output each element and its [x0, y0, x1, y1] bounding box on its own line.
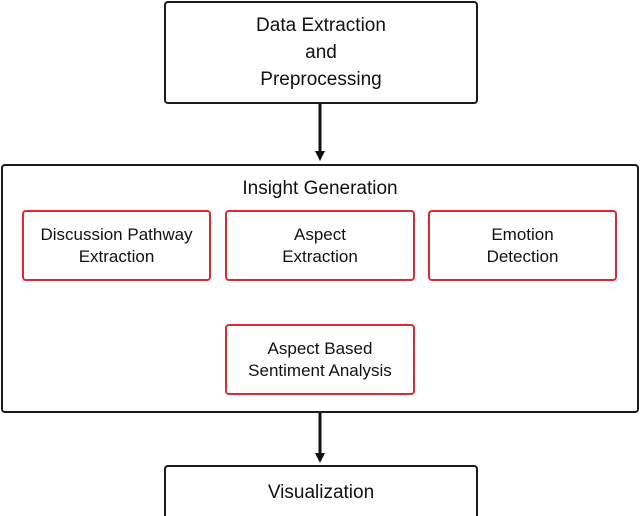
- emotion-detection-line-2: Detection: [486, 246, 559, 266]
- visualization-label: Visualization: [267, 482, 375, 503]
- data-extraction-line-1: Data Extraction: [256, 15, 386, 36]
- discussion-pathway-box: Discussion Pathway Extraction: [22, 210, 211, 281]
- discussion-pathway-line-1: Discussion Pathway: [40, 224, 193, 244]
- emotion-detection-box: Emotion Detection: [428, 210, 617, 281]
- emotion-detection-line-1: Emotion: [491, 224, 554, 244]
- aspect-based-sentiment-line-2: Sentiment Analysis: [248, 360, 392, 380]
- insight-generation-title: Insight Generation: [242, 178, 398, 199]
- discussion-pathway-line-2: Extraction: [78, 246, 155, 266]
- aspect-based-sentiment-box: Aspect Based Sentiment Analysis: [225, 324, 415, 395]
- aspect-extraction-box: Aspect Extraction: [225, 210, 415, 281]
- data-extraction-line-3: Preprocessing: [260, 69, 382, 90]
- visualization-box: Visualization: [164, 465, 478, 516]
- aspect-based-sentiment-line-1: Aspect Based: [267, 338, 373, 358]
- aspect-extraction-line-1: Aspect: [294, 224, 346, 244]
- data-extraction-box: Data Extraction and Preprocessing: [164, 1, 478, 104]
- data-extraction-line-2: and: [305, 42, 337, 63]
- aspect-extraction-line-2: Extraction: [282, 246, 358, 266]
